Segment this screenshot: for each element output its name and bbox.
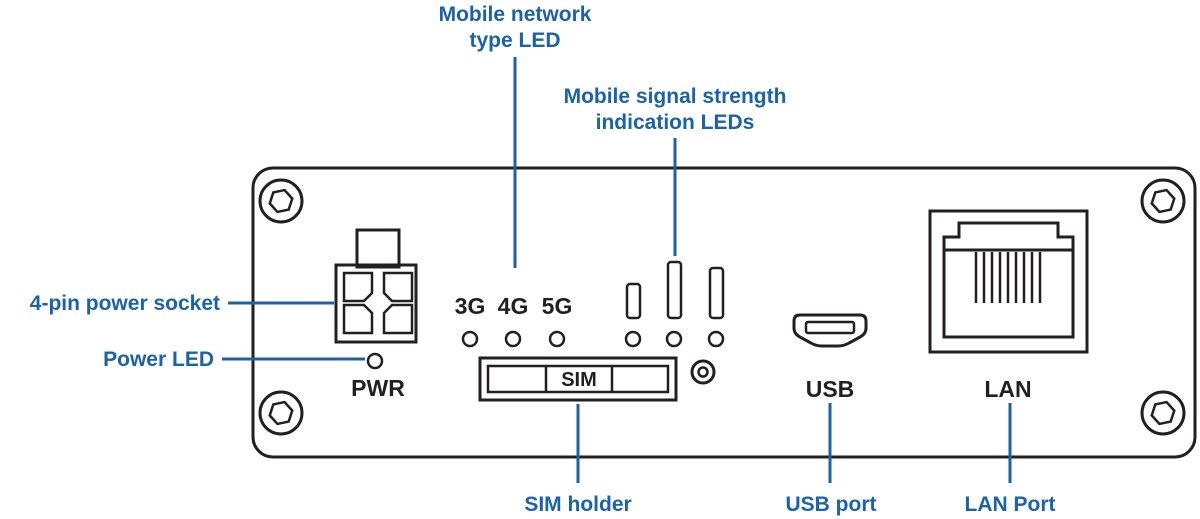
signal-bar-3-icon (708, 266, 725, 320)
screw-bottom-left-icon (258, 390, 304, 436)
signal-led-2-icon (665, 330, 683, 348)
screw-bottom-right-icon (1140, 390, 1186, 436)
power-socket (334, 228, 418, 344)
callout-sim-holder: SIM holder (524, 493, 632, 516)
callout-usb-port: USB port (785, 493, 877, 516)
signal-led-1-icon (624, 330, 642, 348)
label-5g: 5G (542, 293, 573, 319)
power-led-icon (366, 352, 384, 370)
pwr-label: PWR (351, 375, 405, 401)
lan-label: LAN (984, 376, 1031, 402)
callout-mobile-network-type-led: Mobile network type LED (438, 3, 592, 52)
sim-label: SIM (561, 369, 597, 391)
lan-port (928, 209, 1089, 354)
network-type-leds: 3G 4G 5G (455, 293, 573, 348)
callout-power-socket: 4-pin power socket (29, 292, 220, 315)
led-3g-icon (461, 330, 479, 348)
sim-holder: SIM (478, 356, 678, 402)
screw-top-left-icon (258, 178, 304, 224)
callout-lan-port: LAN Port (964, 493, 1056, 516)
recessed-button-icon (690, 359, 716, 385)
screw-top-right-icon (1140, 178, 1186, 224)
signal-strength-leds (624, 260, 725, 348)
signal-bar-1-icon (625, 282, 642, 320)
callout-leader-lines (222, 57, 1012, 483)
usb-port (792, 313, 868, 348)
callout-mobile-signal-strength-leds: Mobile signal strength indication LEDs (563, 85, 787, 134)
usb-label: USB (806, 376, 855, 402)
label-3g: 3G (455, 293, 486, 319)
signal-bar-2-icon (666, 260, 683, 320)
panel-outline (251, 166, 1197, 459)
label-4g: 4G (498, 293, 529, 319)
led-4g-icon (504, 330, 522, 348)
led-5g-icon (548, 330, 566, 348)
callout-power-led: Power LED (103, 348, 214, 371)
lan-pins-icon (974, 252, 1042, 303)
signal-led-3-icon (707, 330, 725, 348)
